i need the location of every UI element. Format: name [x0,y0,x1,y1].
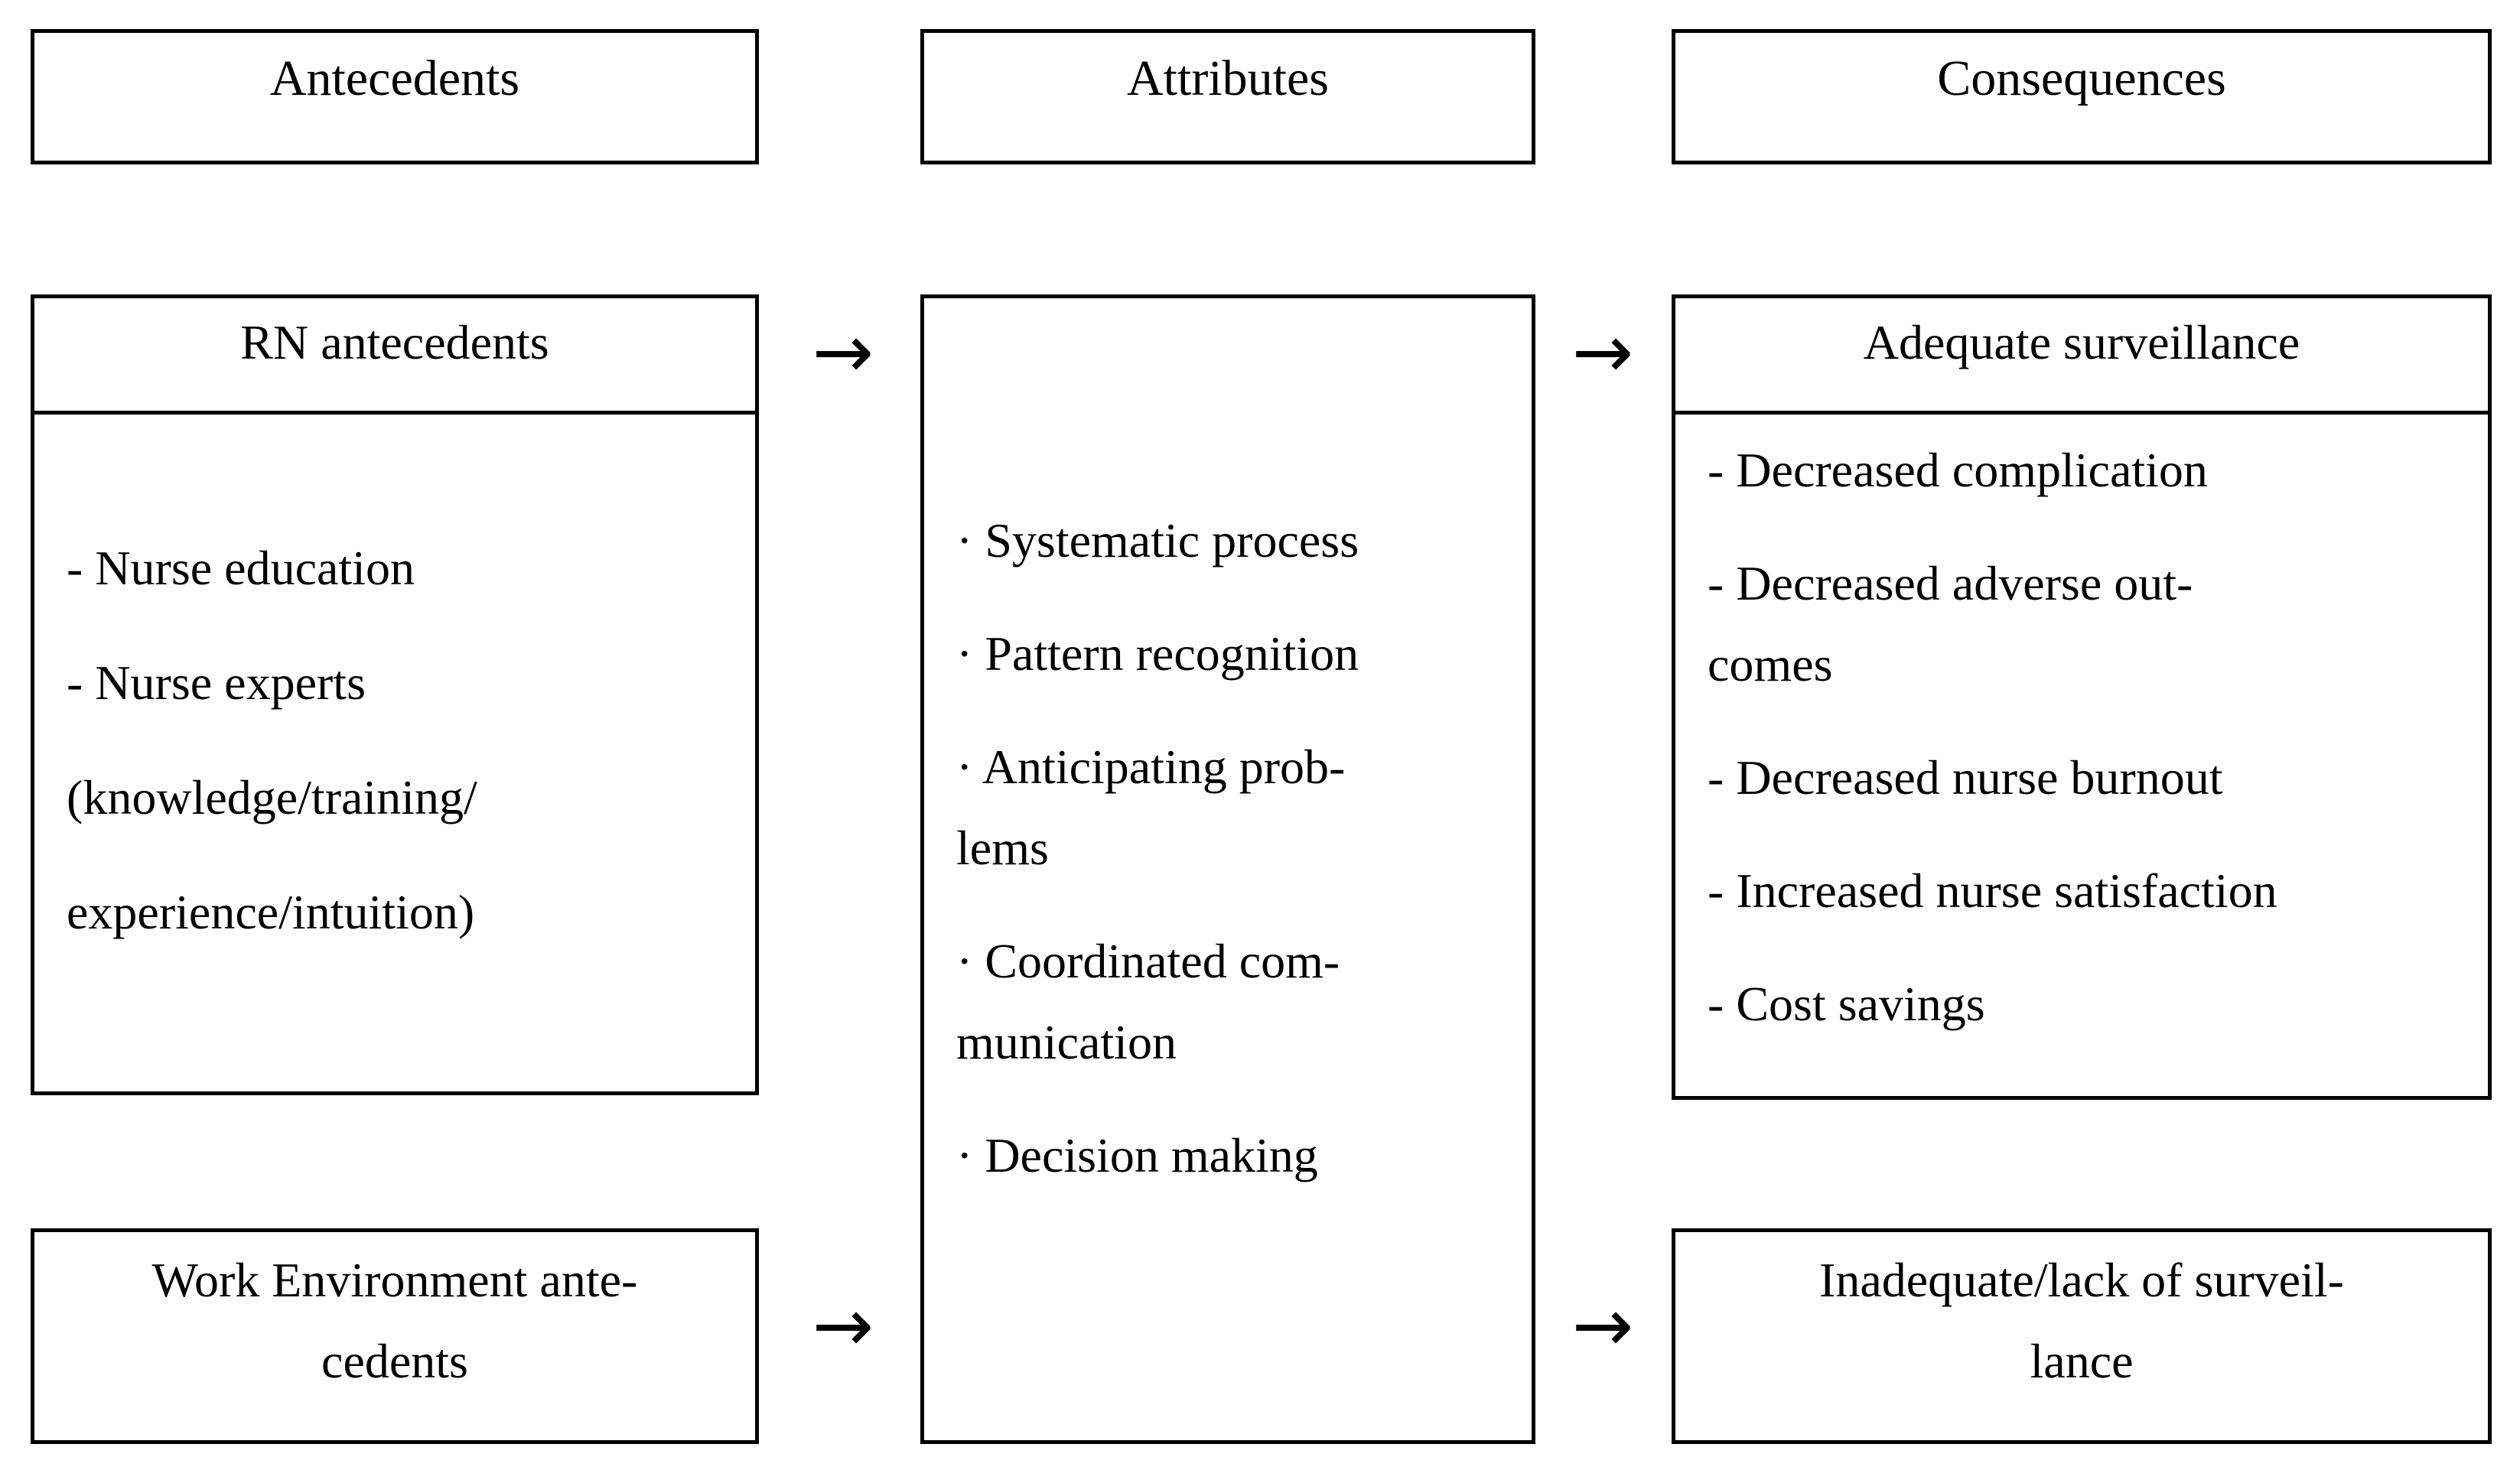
adequate-surveillance-items: - Decreased complication - Decreased adv… [1675,415,2488,1045]
rn-item-line: (knowledge/training/ [67,770,477,824]
inadequate-title-line: lance [2030,1334,2134,1388]
attribute-item-line: · Anticipating prob- [956,740,1346,794]
consequence-item-line: - Increased nurse satisfaction [1708,863,2277,918]
attributes-header-label: Attributes [1127,50,1329,106]
consequence-item-continuation-line: comes [1708,637,1833,691]
inadequate-surveillance-title: Inadequate/lack of surveil- lance [1675,1232,2488,1402]
attribute-item-continuation-line: lems [956,821,1049,875]
arrow-right-icon-workenv-to-attributes: → [812,1283,874,1368]
inadequate-title-line: Inadequate/lack of surveil- [1819,1253,2344,1307]
consequence-item-line: - Cost savings [1708,977,1985,1031]
rn-antecedents-box: RN antecedents - Nurse education - Nurse… [31,294,759,1095]
attribute-item-line: · Systematic process [956,513,1359,568]
rn-antecedents-items: - Nurse education - Nurse experts (knowl… [34,415,755,953]
consequence-item-line: - Decreased nurse burnout [1708,750,2223,805]
consequence-item-line: - Decreased adverse out- [1708,556,2193,610]
attribute-item-line: · Coordinated com- [956,934,1340,988]
inadequate-surveillance-box: Inadequate/lack of surveil- lance [1672,1228,2492,1444]
work-env-title-line: cedents [321,1334,468,1388]
rn-antecedents-title: RN antecedents [34,298,755,415]
rn-item-line: experience/intuition) [67,885,475,939]
consequences-header-label: Consequences [1937,50,2226,106]
rn-item-line: - Nurse experts [67,655,366,710]
attributes-items: · Systematic process · Pattern recogniti… [924,298,1532,1196]
rn-item-line: - Nurse education [67,541,415,595]
attribute-item-line: · Decision making [956,1128,1318,1182]
arrow-right-icon-attributes-to-adequate: → [1571,309,1634,395]
adequate-surveillance-box: Adequate surveillance - Decreased compli… [1672,294,2492,1100]
attributes-box: · Systematic process · Pattern recogniti… [920,294,1535,1444]
antecedents-header-box: Antecedents [31,29,759,164]
adequate-surveillance-title: Adequate surveillance [1675,298,2488,415]
work-environment-antecedents-title: Work Environment ante- cedents [34,1232,755,1402]
attributes-header-box: Attributes [920,29,1535,164]
arrow-right-icon-rn-to-attributes: → [812,309,874,395]
arrow-right-icon-attributes-to-inadequate: → [1571,1283,1634,1368]
attribute-item-continuation-line: munication [956,1015,1177,1069]
consequences-header-box: Consequences [1672,29,2492,164]
consequence-item-line: - Decreased complication [1708,443,2208,497]
attribute-item-line: · Pattern recognition [956,626,1359,681]
work-environment-antecedents-box: Work Environment ante- cedents [31,1228,759,1444]
antecedents-header-label: Antecedents [269,50,520,106]
work-env-title-line: Work Environment ante- [151,1253,638,1307]
